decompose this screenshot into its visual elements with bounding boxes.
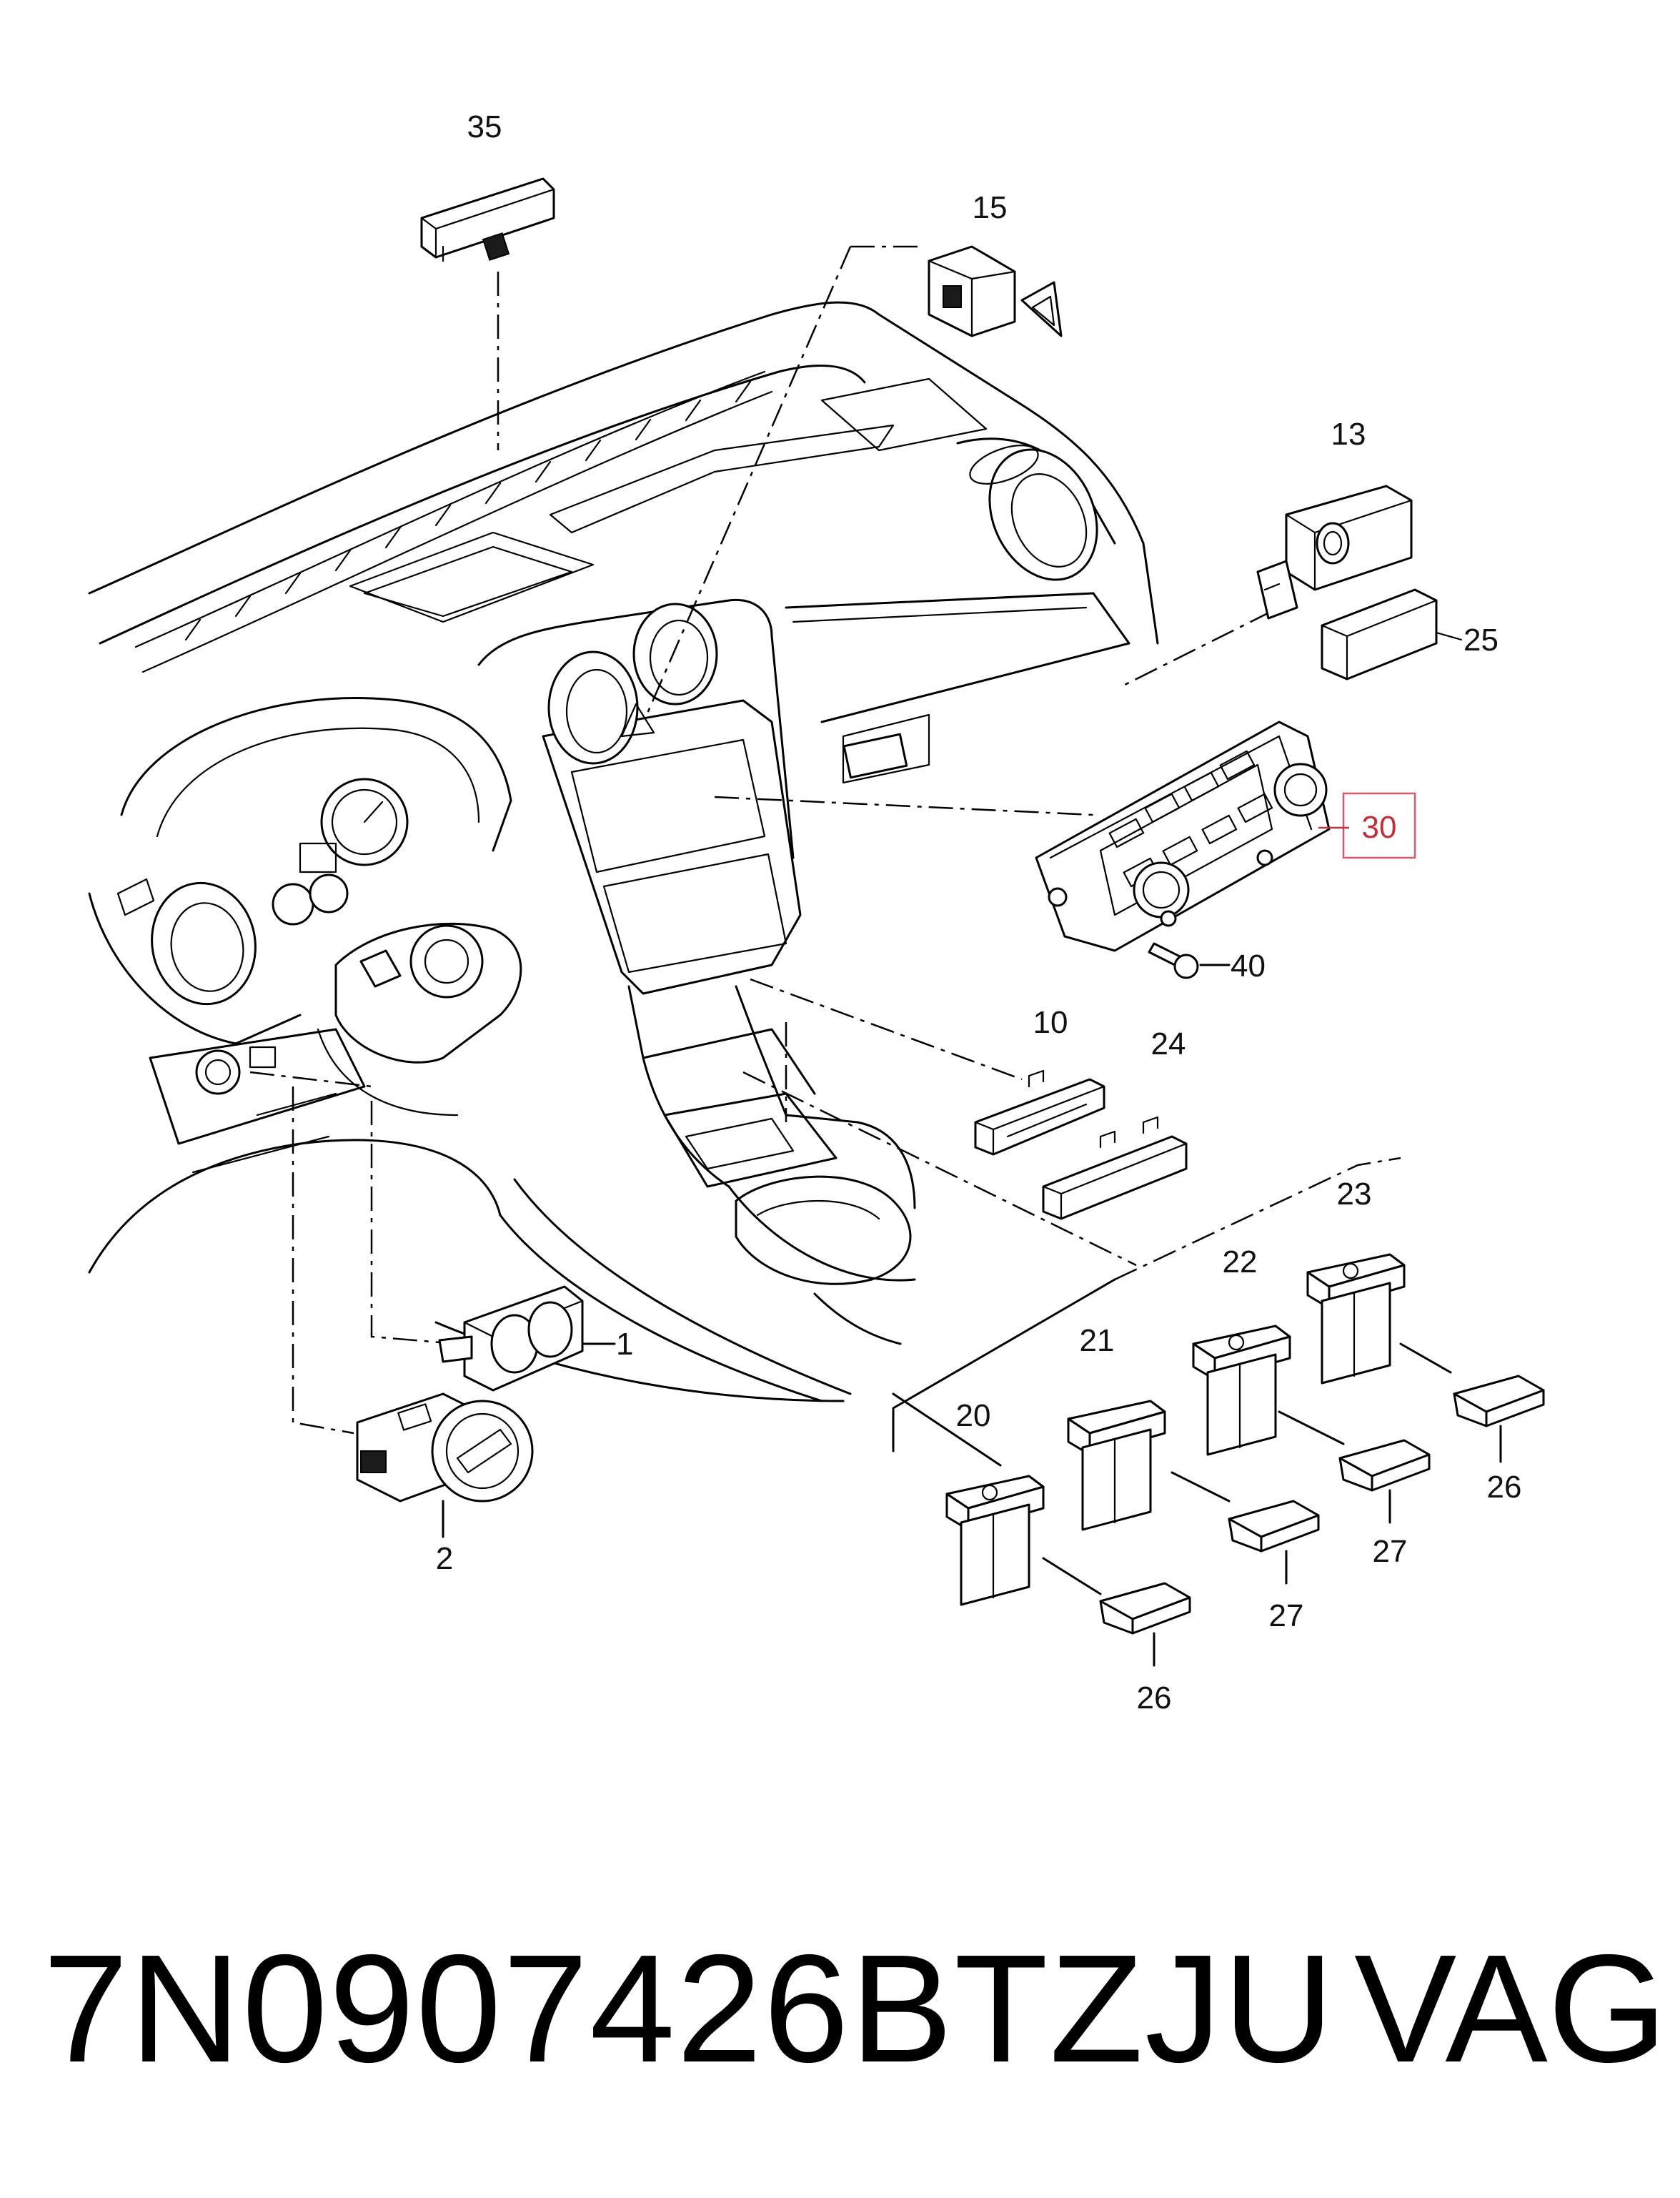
part-23-switch — [1306, 1253, 1452, 1385]
leader-lines — [249, 245, 1401, 1467]
part-24-switch-module — [1042, 1116, 1188, 1220]
callout-1: 1 — [616, 1327, 633, 1362]
part-30-climate-control-unit — [1035, 721, 1331, 952]
callout-13: 13 — [1331, 417, 1366, 452]
callout-35: 35 — [467, 109, 502, 144]
callout-26-right: 26 — [1487, 1470, 1522, 1505]
callout-23: 23 — [1337, 1177, 1372, 1212]
callout-20: 20 — [956, 1398, 991, 1433]
part-27-cap-left — [1228, 1500, 1320, 1585]
part-10-switch-module — [974, 1069, 1105, 1156]
callout-40: 40 — [1231, 949, 1266, 984]
callout-27-right: 27 — [1373, 1534, 1408, 1569]
callout-22: 22 — [1223, 1244, 1258, 1279]
callout-30: 30 — [1362, 810, 1397, 845]
part-20-switch — [945, 1475, 1102, 1606]
part-26-cap-right — [1453, 1375, 1545, 1463]
part-2-light-switch — [356, 1392, 534, 1538]
part-21-switch — [1067, 1400, 1231, 1531]
part-35-switch-strip — [420, 177, 555, 262]
callout-2: 2 — [436, 1541, 453, 1576]
brand-text: VAG — [1354, 1922, 1668, 2094]
part-number-text: 7N0907426BTZJU — [43, 1922, 1336, 2094]
callout-labels: 35 15 13 25 30 40 10 24 23 22 21 20 1 2 … — [436, 109, 1522, 1716]
callout-25: 25 — [1463, 623, 1498, 658]
part-15-hazard-switch — [928, 245, 1063, 337]
callout-21: 21 — [1080, 1323, 1115, 1358]
dashboard-outline — [88, 301, 1159, 1402]
callout-30-highlight-box — [1342, 792, 1416, 859]
callout-27-left: 27 — [1269, 1598, 1304, 1633]
part-40-screw — [1148, 942, 1231, 979]
part-13-switch — [1256, 485, 1413, 620]
callout-26-left: 26 — [1137, 1680, 1172, 1716]
part-27-cap-right — [1338, 1439, 1431, 1524]
callout-15: 15 — [973, 190, 1008, 225]
part-1-knob-switch — [438, 1285, 616, 1392]
part-25-blank-cover — [1321, 588, 1463, 680]
part-26-cap-left — [1099, 1582, 1191, 1667]
part-22-switch — [1192, 1325, 1345, 1456]
callout-10: 10 — [1033, 1005, 1068, 1040]
callout-24: 24 — [1151, 1026, 1186, 1061]
